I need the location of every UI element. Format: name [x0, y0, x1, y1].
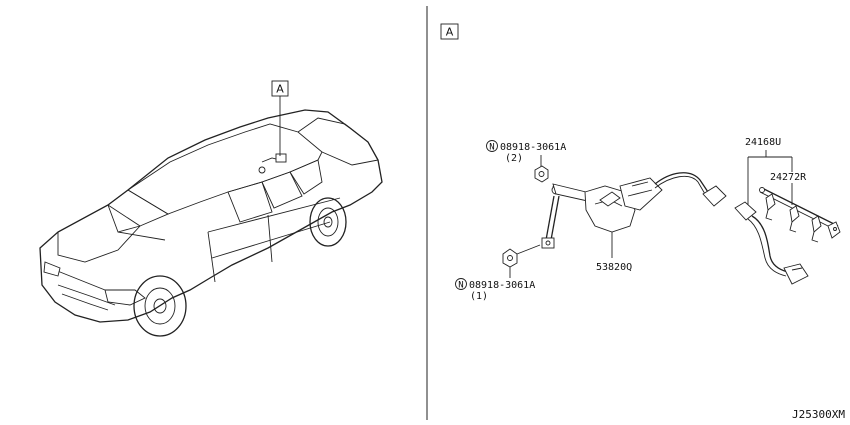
nut-upper-code: 08918-3061A [500, 142, 566, 153]
nut-lower-code: 08918-3061A [469, 280, 535, 291]
view-marker-right-label: A [446, 26, 454, 39]
diagram-id: J25300XM [792, 408, 845, 421]
sensor-part-number: 53820Q [596, 262, 632, 273]
nut-upper-n-symbol: N [489, 143, 494, 153]
car-illustration [39, 109, 383, 337]
harness-assembly: 24168U 24272R [734, 137, 841, 285]
view-marker-left-label: A [276, 83, 284, 96]
nut-upper-callout: N 08918-3061A (2) [486, 140, 566, 183]
nut-lower-n-symbol: N [458, 281, 463, 291]
nut-lower-qty: (1) [470, 291, 488, 302]
clip-part-number: 24272R [770, 172, 807, 183]
view-marker-left: A [271, 80, 289, 156]
view-marker-right: A [440, 23, 459, 40]
nut-upper-qty: (2) [505, 153, 523, 164]
harness-part-number: 24168U [745, 137, 781, 148]
height-sensor: 53820Q [541, 172, 727, 273]
nut-lower-callout: N 08918-3061A (1) [455, 244, 541, 302]
